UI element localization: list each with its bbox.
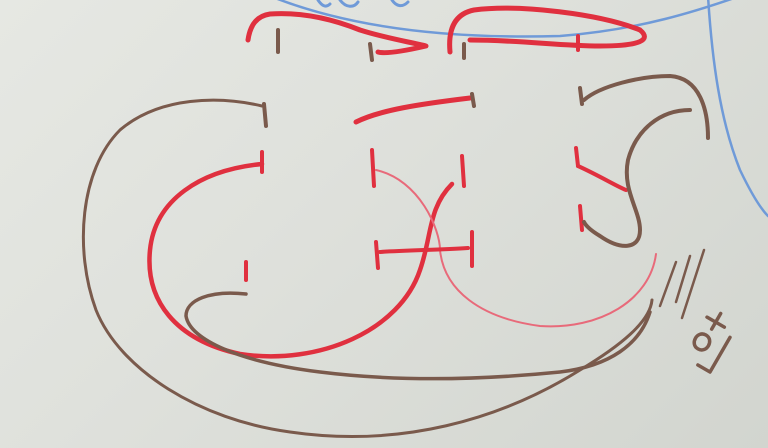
- red-arrow-horizontal: [378, 246, 470, 254]
- red-bar-middle: [353, 95, 473, 125]
- handwriting-t: [705, 311, 727, 331]
- brown-hash-2: [674, 254, 692, 304]
- red-tick-top-mid: [368, 42, 374, 62]
- brown-loop-outer: [81, 98, 654, 438]
- red-tick-d: [574, 146, 580, 168]
- brown-tick-right: [578, 86, 584, 106]
- red-stroke-top-left: [245, 11, 429, 56]
- brown-tick-mid-left: [262, 102, 268, 128]
- blue-scribble: [316, 0, 410, 8]
- red-stroke-top-right: [447, 5, 647, 55]
- handwritten-note: [692, 311, 732, 374]
- handwriting-l: [696, 335, 732, 374]
- brown-s-curve-2: [582, 108, 692, 248]
- red-tick-c: [460, 154, 466, 188]
- brown-s-curve: [582, 74, 710, 140]
- brown-hash-1: [658, 260, 678, 308]
- handwriting-o: [692, 332, 712, 352]
- red-tick-e: [576, 164, 628, 192]
- blue-arc-right: [707, 0, 768, 218]
- brown-hash-3: [680, 248, 706, 320]
- red-tick-f: [578, 204, 584, 232]
- red-loop-right: [375, 169, 657, 328]
- brown-tick-mid-right: [470, 92, 476, 108]
- red-loop-left: [147, 161, 455, 359]
- blue-arc-top: [276, 0, 733, 38]
- brown-loop-inner: [184, 291, 652, 381]
- red-tick-h: [374, 240, 380, 270]
- red-tick-b: [370, 148, 376, 188]
